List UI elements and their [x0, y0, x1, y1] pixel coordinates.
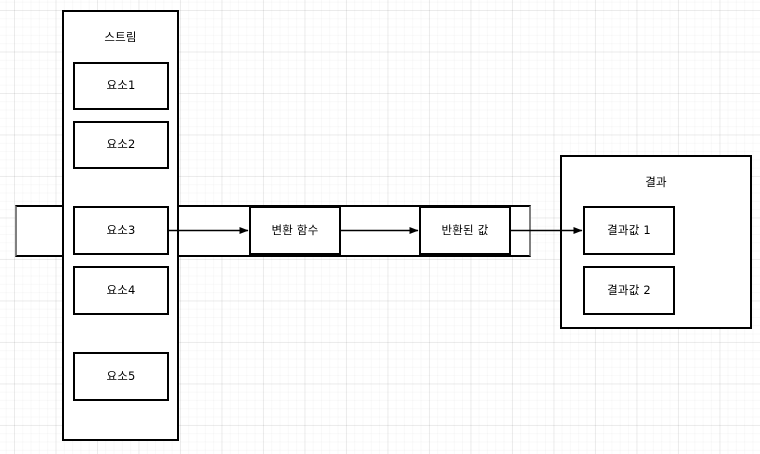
- result-value-2-label: 결과값 2: [607, 282, 651, 297]
- stream-element-2-label: 요소2: [106, 137, 136, 152]
- transform-function-node[interactable]: 변환 함수: [249, 206, 341, 255]
- result-value-1-label: 결과값 1: [607, 222, 651, 237]
- stream-element-1-label: 요소1: [106, 78, 136, 93]
- stream-element-3[interactable]: 요소3: [73, 206, 169, 255]
- transform-function-label: 변환 함수: [271, 222, 319, 237]
- result-container-label: 결과: [645, 175, 667, 189]
- stream-element-5-label: 요소5: [106, 368, 136, 383]
- stream-element-4[interactable]: 요소4: [73, 266, 169, 315]
- stream-element-2[interactable]: 요소2: [73, 121, 169, 169]
- result-value-1[interactable]: 결과값 1: [583, 206, 675, 255]
- stream-element-3-label: 요소3: [106, 222, 136, 237]
- stream-element-4-label: 요소4: [106, 282, 136, 297]
- returned-value-label: 반환된 값: [441, 222, 489, 237]
- stream-container-label: 스트림: [104, 30, 137, 44]
- stream-element-1[interactable]: 요소1: [73, 62, 169, 110]
- result-value-2[interactable]: 결과값 2: [583, 266, 675, 315]
- stream-element-5[interactable]: 요소5: [73, 352, 169, 401]
- returned-value-node[interactable]: 반환된 값: [419, 206, 511, 255]
